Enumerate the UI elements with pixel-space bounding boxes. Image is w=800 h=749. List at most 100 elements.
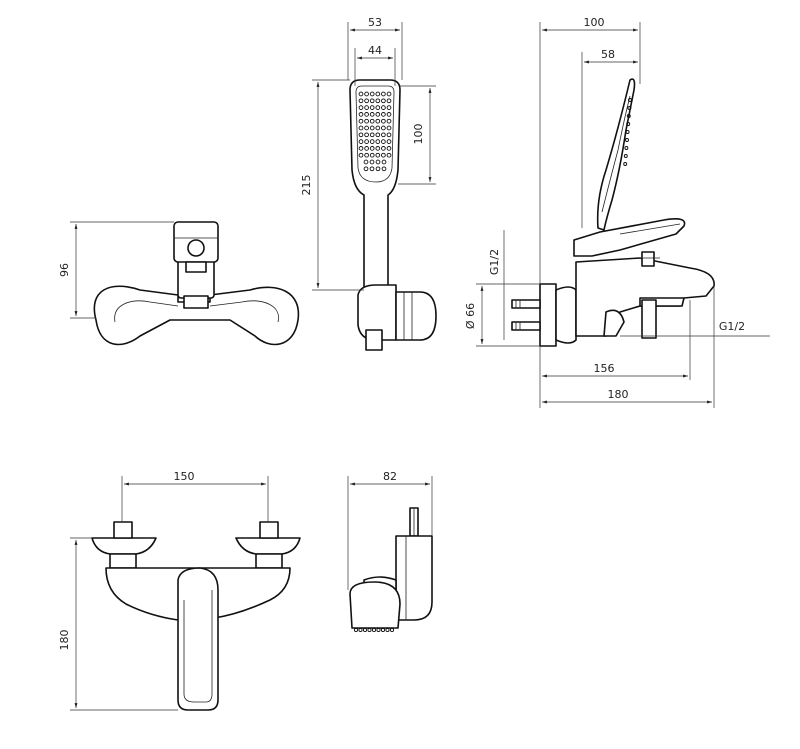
spray-nozzle-dot <box>369 132 375 138</box>
spray-nozzle-dot <box>364 105 369 110</box>
dim-side-thread-right: G1/2 <box>719 320 745 333</box>
spray-nozzle-dot <box>376 627 381 633</box>
spray-nozzle-dot <box>371 627 377 633</box>
dim-side-spout-offset: 58 <box>601 48 615 61</box>
spray-nozzle-dot <box>364 146 369 151</box>
dim-hand-width-inner: 44 <box>368 44 382 57</box>
spray-nozzle-dot <box>375 125 381 131</box>
spray-nozzle-dot <box>381 125 386 131</box>
spray-nozzle-dot <box>381 152 386 158</box>
spray-nozzle-dot <box>386 118 392 124</box>
spray-nozzle-dot <box>375 146 381 151</box>
holder-nozzles <box>353 627 395 633</box>
spray-nozzle-dot <box>380 627 386 633</box>
spray-nozzle-dot <box>358 132 364 138</box>
spray-nozzle-dot <box>369 118 375 124</box>
spray-nozzle-grid <box>358 91 392 172</box>
spray-nozzle-dot <box>358 146 364 151</box>
spray-nozzle-dot <box>386 146 392 151</box>
spray-nozzle-dot <box>358 125 364 131</box>
spray-nozzle-dot <box>381 98 386 104</box>
dim-hand-head-height: 100 <box>412 124 425 145</box>
spray-nozzle-dot <box>624 146 629 150</box>
spray-nozzle-dot <box>363 159 369 165</box>
spray-nozzle-dot <box>386 105 392 110</box>
spray-nozzle-dot <box>364 152 369 158</box>
spray-nozzle-dot <box>386 98 392 104</box>
spray-nozzle-dot <box>375 118 381 124</box>
spray-nozzle-dot <box>381 105 386 110</box>
side-nozzles <box>623 98 632 166</box>
spray-nozzle-dot <box>386 132 392 138</box>
spray-nozzle-dot <box>627 106 632 110</box>
spray-nozzle-dot <box>358 91 364 97</box>
dim-side-total-depth: 180 <box>608 388 629 401</box>
spray-nozzle-dot <box>389 627 395 633</box>
spray-nozzle-dot <box>625 138 629 142</box>
spray-nozzle-dot <box>364 125 369 131</box>
dim-front-height: 96 <box>58 263 71 277</box>
spray-nozzle-dot <box>381 118 386 124</box>
spray-nozzle-dot <box>364 91 369 97</box>
spray-nozzle-dot <box>369 105 375 110</box>
spray-nozzle-dot <box>381 132 386 138</box>
spray-nozzle-dot <box>358 627 363 633</box>
spray-nozzle-dot <box>358 112 364 117</box>
dim-side-thread-left: G1/2 <box>488 249 501 275</box>
spray-nozzle-dot <box>353 627 359 633</box>
spray-nozzle-dot <box>369 159 375 165</box>
dim-top-height: 180 <box>58 630 71 651</box>
hand-shower-view: 53 44 100 215 <box>300 16 437 351</box>
spray-nozzle-dot <box>375 152 381 158</box>
spray-nozzle-dot <box>369 98 375 104</box>
spray-nozzle-dot <box>369 125 375 131</box>
side-view: 100 58 G1/2 Ø 66 G1/2 156 180 <box>464 16 770 408</box>
spray-nozzle-dot <box>369 166 375 172</box>
spray-nozzle-dot <box>358 105 364 110</box>
spray-nozzle-dot <box>381 112 386 117</box>
spray-nozzle-dot <box>358 139 364 144</box>
spray-nozzle-dot <box>369 112 375 117</box>
spray-nozzle-dot <box>623 162 628 166</box>
spray-nozzle-dot <box>369 139 375 144</box>
spray-nozzle-dot <box>386 91 392 97</box>
spray-nozzle-dot <box>381 139 386 144</box>
spray-nozzle-dot <box>381 166 387 172</box>
spray-nozzle-dot <box>364 139 369 144</box>
spray-nozzle-dot <box>625 130 630 134</box>
spray-nozzle-dot <box>381 146 386 151</box>
dim-side-spout-reach: 156 <box>594 362 615 375</box>
spray-nozzle-dot <box>375 105 381 110</box>
spray-nozzle-dot <box>626 122 631 126</box>
holder-view: 82 <box>347 470 433 633</box>
spray-nozzle-dot <box>381 159 387 165</box>
spray-nozzle-dot <box>364 98 369 104</box>
dim-side-depth: 100 <box>584 16 605 29</box>
spray-nozzle-dot <box>375 91 381 97</box>
dim-top-center-distance: 150 <box>174 470 195 483</box>
spray-nozzle-dot <box>362 627 368 633</box>
spray-nozzle-dot <box>381 91 386 97</box>
spray-nozzle-dot <box>375 98 381 104</box>
dim-hand-total-height: 215 <box>300 175 313 196</box>
spray-nozzle-dot <box>375 132 381 138</box>
spray-nozzle-dot <box>375 166 381 172</box>
spray-nozzle-dot <box>375 112 381 117</box>
spray-nozzle-dot <box>626 114 631 118</box>
spray-nozzle-dot <box>364 112 369 117</box>
dim-side-diameter: Ø 66 <box>464 303 477 329</box>
spray-nozzle-dot <box>369 91 375 97</box>
spray-nozzle-dot <box>628 98 632 102</box>
spray-nozzle-dot <box>623 154 628 158</box>
spray-nozzle-dot <box>386 125 392 131</box>
spray-nozzle-dot <box>385 627 390 633</box>
spray-nozzle-dot <box>358 118 364 124</box>
spray-nozzle-dot <box>363 166 369 172</box>
spray-nozzle-dot <box>386 152 392 158</box>
spray-nozzle-dot <box>369 152 375 158</box>
dim-holder-width: 82 <box>383 470 397 483</box>
spray-nozzle-dot <box>386 139 392 144</box>
spray-nozzle-dot <box>367 627 372 633</box>
top-view: 150 180 <box>58 470 301 711</box>
